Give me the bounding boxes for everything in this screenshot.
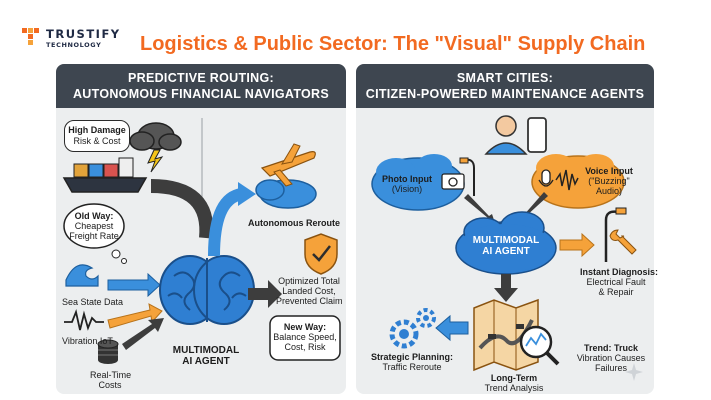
ship-to-agent-arrow [150,179,214,239]
strategic-sub: Traffic Reroute [382,362,442,372]
camera-icon [441,173,465,190]
right-diagram-graphics [371,115,637,372]
citizen-avatar-icon [484,115,528,155]
high-damage-sub: Risk & Cost [73,136,121,146]
voice-input-sub1: ("Buzzing" [588,176,630,186]
vibration-arrow [107,303,163,329]
brain-icon [159,255,255,325]
optimized-arrow [248,280,282,308]
trend-line3: Failures [594,363,627,373]
brand-name: TRUSTIFY [46,27,121,41]
photo-input-title: Photo Input [382,174,432,184]
reroute-label: Autonomous Reroute [248,218,340,228]
high-damage-title: High Damage [68,125,126,135]
sparkle-icon [625,363,643,381]
gears-icon [389,308,436,349]
trend-line2: Vibration Causes [576,353,646,363]
left-diagram-graphics [62,118,341,364]
reroute-arrow [208,188,244,257]
old-way-line3: Freight Rate [69,231,119,241]
right-panel-header: SMART CITIES: CITIZEN-POWERED MAINTENANC… [356,64,654,108]
map-to-planning-arrow [435,314,469,342]
brand-logo: TRUSTIFY TECHNOLOGY [22,26,132,56]
real-time-label: Real-Time [90,370,132,380]
right-heading-line2: CITIZEN-POWERED MAINTENANCE AGENTS [365,87,645,101]
storm-cloud-icon [129,122,182,173]
voice-input-sub2: Audio) [595,186,622,196]
old-way-line2: Cheapest [74,221,114,231]
optimized-line2: Landed Cost, [282,286,336,296]
long-term-sub: Trend Analysis [484,383,544,393]
coins-stack-icon [97,339,119,364]
left-heading-line1: PREDICTIVE ROUTING: [128,71,274,85]
old-way-thought-bubble [63,203,127,264]
brand-sub: TECHNOLOGY [46,41,102,49]
right-heading-line1: SMART CITIES: [456,71,554,85]
voice-input-title: Voice Input [585,166,633,176]
left-panel-header: PREDICTIVE ROUTING: AUTONOMOUS FINANCIAL… [56,64,346,108]
magnifier-trend-icon [519,325,560,366]
map-icon [473,298,539,372]
vibration-label: Vibration IoT [62,336,113,346]
trend-title: Trend: Truck [583,343,638,353]
diagnosis-title: Instant Diagnosis: [580,267,659,277]
costs-label: Costs [98,380,122,390]
strategic-title: Strategic Planning: [370,352,453,362]
diagnosis-line3: & Repair [598,287,634,297]
reroute-arrowhead [238,182,256,206]
high-damage-box [64,120,130,152]
left-heading-line2: AUTONOMOUS FINANCIAL NAVIGATORS [72,87,330,101]
cargo-ship-icon [62,157,148,193]
microphone-icon [538,169,554,187]
diagnosis-line2: Electrical Fault [586,277,646,287]
wave-icon [65,264,99,287]
old-way-title: Old Way: [74,211,114,221]
vibration-wave-icon [64,308,104,331]
page-title: Logistics & Public Sector: The "Visual" … [140,33,646,55]
new-way-title: New Way: [283,322,327,332]
right-agent-cloud [455,211,557,275]
costs-arrow [122,318,164,350]
shield-check-icon [304,233,338,275]
street-lamp-wrench-icon [604,207,637,262]
photo-input-cloud [371,154,465,211]
long-term-title: Long-Term [490,373,538,383]
logo-mark-icon [22,28,39,45]
new-way-line2: Balance Speed, [273,332,337,342]
phone-icon [527,117,547,153]
right-agent-label-2: AI AGENT [482,246,530,257]
left-agent-label-2: AI AGENT [182,356,230,367]
agent-to-diagnosis-arrow [559,232,595,258]
airplane-icon [255,143,317,209]
photo-input-sub: (Vision) [391,184,423,194]
new-way-box [269,315,341,361]
left-agent-label-1: MULTIMODAL [172,345,240,356]
optimized-line1: Optimized Total [278,276,340,286]
sea-state-arrow [107,272,161,298]
street-lamp-small-icon [459,157,475,196]
optimized-line3: Prevented Claim [276,296,343,306]
new-way-line3: Cost, Risk [284,342,326,352]
audio-wave-icon [555,169,579,191]
agent-to-map-arrow [494,274,518,302]
sea-state-label: Sea State Data [62,297,124,307]
right-agent-label-1: MULTIMODAL [472,235,540,246]
